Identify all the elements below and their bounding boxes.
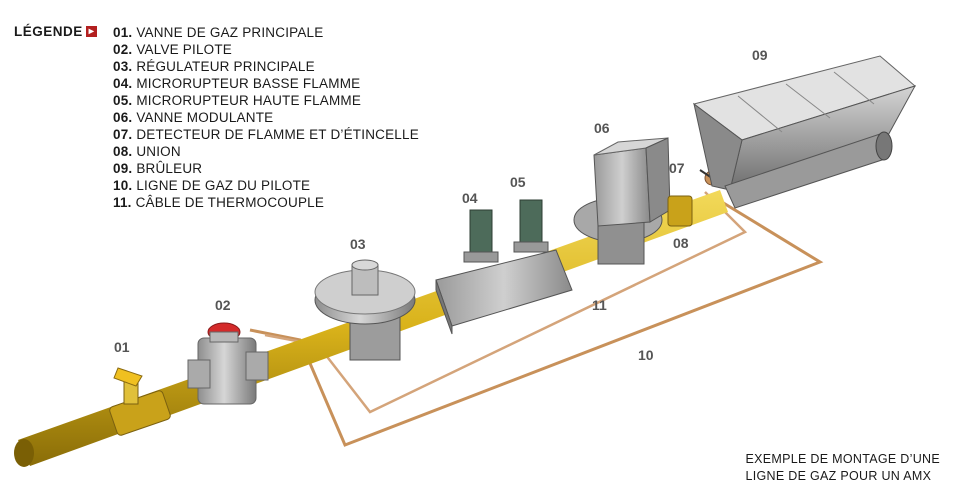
legend-item-number: 10. (113, 178, 133, 193)
callout-05: 05 (510, 174, 526, 190)
pipe-end (14, 439, 34, 467)
legend-item-number: 09. (113, 161, 133, 176)
main-regulator (314, 259, 416, 361)
burner (692, 55, 917, 209)
legend-item: 11. CÂBLE DE THERMOCOUPLE (113, 194, 419, 211)
callout-09: 09 (752, 47, 768, 63)
legend-item-number: 04. (113, 76, 133, 91)
legend-item-number: 08. (113, 144, 133, 159)
caption-line: EXEMPLE DE MONTAGE D’UNE (745, 452, 940, 466)
callout-10: 10 (638, 347, 654, 363)
double-valve-block (435, 199, 573, 335)
legend-item: 01. VANNE DE GAZ PRINCIPALE (113, 24, 419, 41)
legend-item-label: VALVE PILOTE (136, 42, 233, 57)
caption-line: LIGNE DE GAZ POUR UN AMX (745, 469, 932, 483)
callout-04: 04 (462, 190, 478, 206)
legend-item: 08. UNION (113, 143, 419, 160)
legend-item-label: VANNE MODULANTE (136, 110, 274, 125)
legend-item-label: MICRORUPTEUR BASSE FLAMME (136, 76, 361, 91)
legend-item-label: BRÛLEUR (136, 161, 203, 176)
modulating-valve (573, 137, 671, 265)
pilot-valve (187, 322, 269, 405)
legend-item-number: 02. (113, 42, 133, 57)
callout-11: 11 (592, 297, 607, 313)
legend-item: 10. LIGNE DE GAZ DU PILOTE (113, 177, 419, 194)
legend-item-label: UNION (136, 144, 181, 159)
legend-item-label: VANNE DE GAZ PRINCIPALE (136, 25, 324, 40)
legend-item: 09. BRÛLEUR (113, 160, 419, 177)
legend-item-label: RÉGULATEUR PRINCIPALE (136, 59, 315, 74)
legend-item: 05. MICRORUPTEUR HAUTE FLAMME (113, 92, 419, 109)
legend-item: 03. RÉGULATEUR PRINCIPALE (113, 58, 419, 75)
legend-header: LÉGENDE ▸ (14, 24, 97, 39)
right-arrow-icon: ▸ (85, 26, 97, 37)
legend-item: 06. VANNE MODULANTE (113, 109, 419, 126)
legend-list: 01. VANNE DE GAZ PRINCIPALE 02. VALVE PI… (113, 24, 419, 211)
legend-item-label: DETECTEUR DE FLAMME ET D’ÉTINCELLE (136, 127, 419, 142)
legend-item-number: 03. (113, 59, 133, 74)
callout-03: 03 (350, 236, 366, 252)
legend-item-label: LIGNE DE GAZ DU PILOTE (136, 178, 311, 193)
legend-item: 04. MICRORUPTEUR BASSE FLAMME (113, 75, 419, 92)
legend-item-number: 05. (113, 93, 133, 108)
legend-item: 07. DETECTEUR DE FLAMME ET D’ÉTINCELLE (113, 126, 419, 143)
union-fitting (667, 195, 693, 227)
callout-06: 06 (594, 120, 610, 136)
legend-item-number: 07. (113, 127, 133, 142)
legend-item-number: 11. (113, 195, 132, 210)
callout-07: 07 (669, 160, 685, 176)
legend-item-number: 01. (113, 25, 133, 40)
legend-title: LÉGENDE (14, 24, 83, 39)
callout-02: 02 (215, 297, 231, 313)
callout-01: 01 (114, 339, 130, 355)
diagram-caption: EXEMPLE DE MONTAGE D’UNE LIGNE DE GAZ PO… (746, 451, 941, 485)
legend-item-label: MICRORUPTEUR HAUTE FLAMME (136, 93, 362, 108)
legend-item-label: CÂBLE DE THERMOCOUPLE (135, 195, 325, 210)
main-gas-valve (109, 367, 171, 436)
legend-item: 02. VALVE PILOTE (113, 41, 419, 58)
legend-item-number: 06. (113, 110, 133, 125)
callout-08: 08 (673, 235, 689, 251)
pilot-gas-line (249, 194, 824, 447)
